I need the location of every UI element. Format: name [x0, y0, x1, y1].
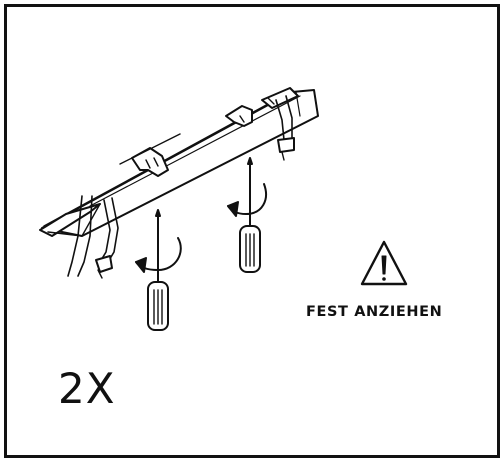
bar-clip-left: [119, 133, 181, 177]
strap-left: [67, 195, 119, 279]
screwdriver-icon: [239, 157, 261, 273]
screwdriver-icon: [147, 209, 169, 331]
rotate-counterclockwise-arrow-icon: [227, 183, 267, 217]
quantity-label: 2X: [58, 364, 116, 413]
warning-triangle-icon: [360, 240, 408, 286]
strap-right: [275, 95, 295, 161]
instruction-frame: [4, 4, 500, 458]
roof-bar: [39, 89, 319, 237]
tighten-firmly-label: FEST ANZIEHEN: [306, 304, 443, 320]
bar-clip-right: [225, 87, 299, 127]
